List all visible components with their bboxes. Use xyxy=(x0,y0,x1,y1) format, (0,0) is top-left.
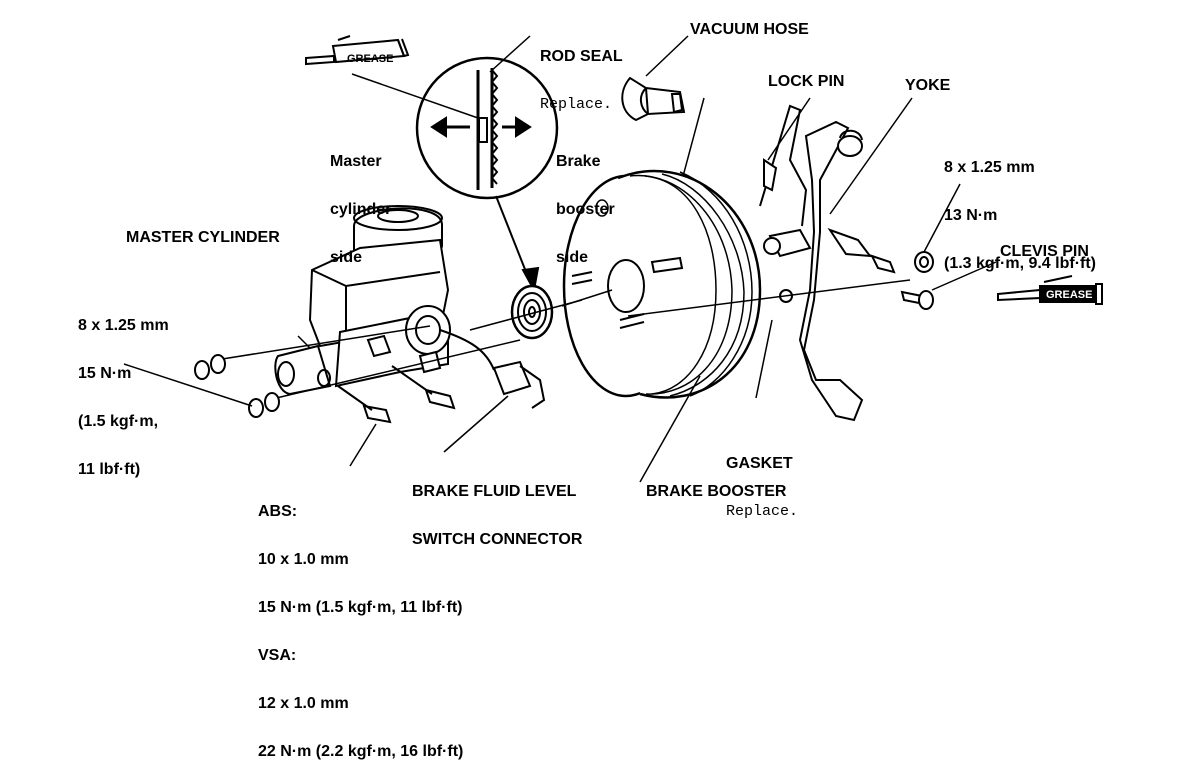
fluid-level-connector-icon xyxy=(439,329,546,409)
grease-right-label: GREASE xyxy=(1046,289,1092,301)
rod-seal-label: ROD SEAL Replace. xyxy=(540,48,623,113)
clevis-pin-part xyxy=(900,290,934,310)
master-cylinder-side-label: Master cylinder side xyxy=(330,153,392,266)
brake-booster-diagram: GREASE xyxy=(123,35,1103,483)
master-cylinder-body xyxy=(274,205,451,396)
rod-seal-detail xyxy=(476,68,499,190)
grease-tube-right-icon: GREASE xyxy=(997,275,1103,305)
grease-tube-top-icon: GREASE xyxy=(305,35,410,66)
rod-seal-note: Replace. xyxy=(540,96,613,113)
valve-spec-label: ABS: 10 x 1.0 mm 15 N·m (1.5 kgf·m, 11 l… xyxy=(258,503,464,760)
lock-pin-label: LOCK PIN xyxy=(768,73,845,90)
master-cylinder-nuts xyxy=(194,354,280,418)
brake-line-fittings xyxy=(337,365,456,424)
brake-booster-label: BRAKE BOOSTER xyxy=(646,483,787,500)
clevis-pin-label: CLEVIS PIN xyxy=(1000,243,1089,260)
yoke-nut xyxy=(914,251,934,273)
vacuum-hose-icon xyxy=(621,76,686,122)
rod-seal-detail-circle xyxy=(415,56,559,200)
grease-pointer-line xyxy=(351,73,479,119)
brake-booster-side-label: Brake booster side xyxy=(556,153,615,266)
yoke-label: YOKE xyxy=(905,77,951,94)
fluid-level-connector-label: BRAKE FLUID LEVEL SWITCH CONNECTOR xyxy=(412,483,583,548)
gasket-note: Replace. xyxy=(726,503,799,520)
yoke-bolt-spec-label: 8 x 1.25 mm 13 N·m (1.3 kgf·m, 9.4 lbf·f… xyxy=(944,159,1097,272)
master-cylinder-label: MASTER CYLINDER xyxy=(126,229,280,246)
vacuum-hose-label: VACUUM HOSE xyxy=(690,21,809,38)
rod-seal-part xyxy=(510,284,554,340)
grease-top-label: GREASE xyxy=(347,53,393,65)
pedal-bracket xyxy=(759,104,896,422)
arrow-left-icon xyxy=(430,116,470,138)
brake-booster-body xyxy=(562,169,762,399)
gasket-label: GASKET Replace. xyxy=(726,455,799,520)
arrow-right-icon xyxy=(502,116,532,138)
master-cylinder-nut-spec-label: 8 x 1.25 mm 15 N·m (1.5 kgf·m, 11 lbf·ft… xyxy=(78,317,169,478)
